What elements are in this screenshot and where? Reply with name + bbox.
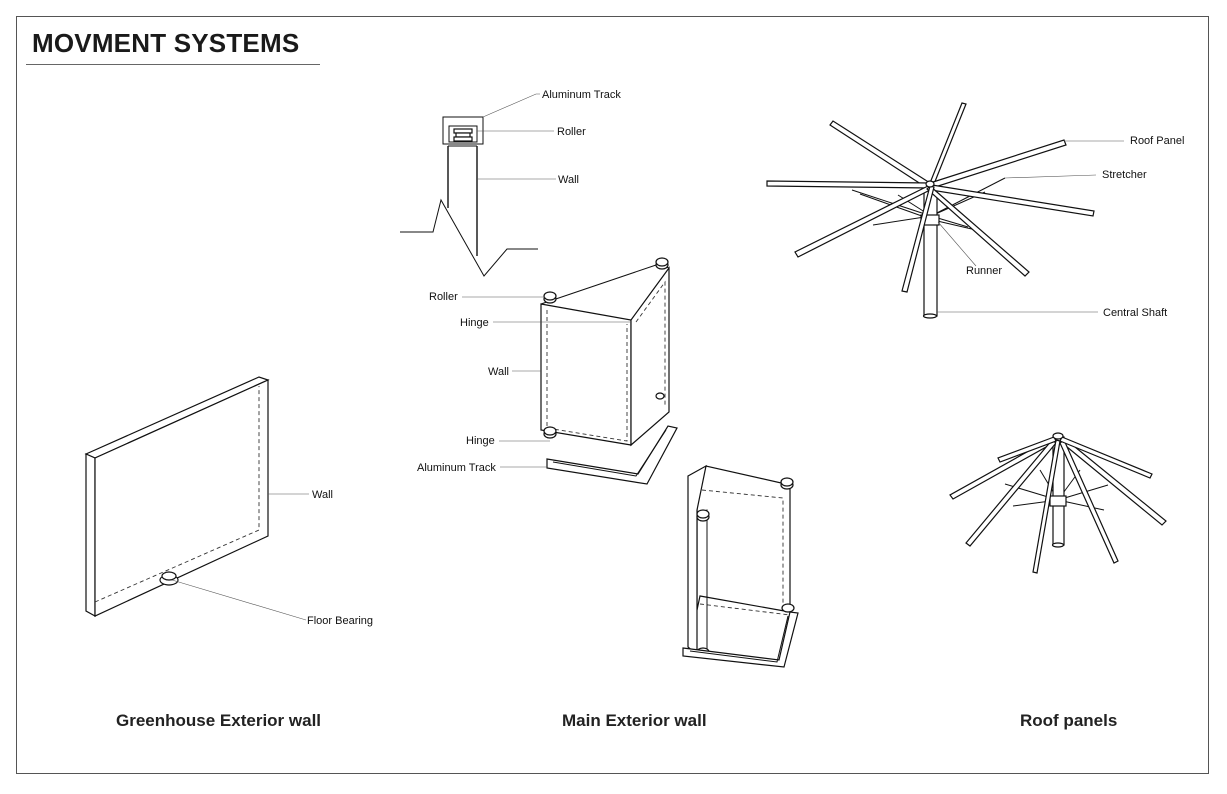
label-central-shaft: Central Shaft	[1103, 307, 1167, 319]
label-hinge-bottom: Hinge	[466, 435, 495, 447]
label-hinge-top: Hinge	[460, 317, 489, 329]
greenhouse-wall-panel	[84, 376, 309, 621]
label-roof-panel: Roof Panel	[1130, 135, 1184, 147]
label-runner: Runner	[966, 265, 1002, 277]
caption-greenhouse-wall: Greenhouse Exterior wall	[116, 711, 321, 730]
label-wall-top: Wall	[558, 174, 579, 186]
caption-main-exterior-wall: Main Exterior wall	[562, 711, 707, 730]
folded-wall-assembly	[682, 464, 799, 668]
hinged-wall-assembly	[462, 257, 678, 485]
page-title: MOVMENT SYSTEMS	[32, 28, 300, 58]
label-aluminum-track-bottom: Aluminum Track	[417, 462, 496, 474]
label-roller-mid: Roller	[429, 291, 458, 303]
title-underline	[26, 64, 320, 65]
label-aluminum-track-top: Aluminum Track	[542, 89, 621, 101]
roof-open-umbrella	[766, 102, 1124, 319]
label-floor-bearing: Floor Bearing	[307, 615, 373, 627]
roof-folded-umbrella	[949, 432, 1167, 574]
label-stretcher: Stretcher	[1102, 169, 1147, 181]
label-roller-top: Roller	[557, 126, 586, 138]
drawing-frame	[16, 16, 1209, 774]
label-wall-mid: Wall	[488, 366, 509, 378]
label-wall-greenhouse: Wall	[312, 489, 333, 501]
track-roller-detail	[400, 93, 556, 277]
caption-roof-panels: Roof panels	[1020, 711, 1117, 730]
